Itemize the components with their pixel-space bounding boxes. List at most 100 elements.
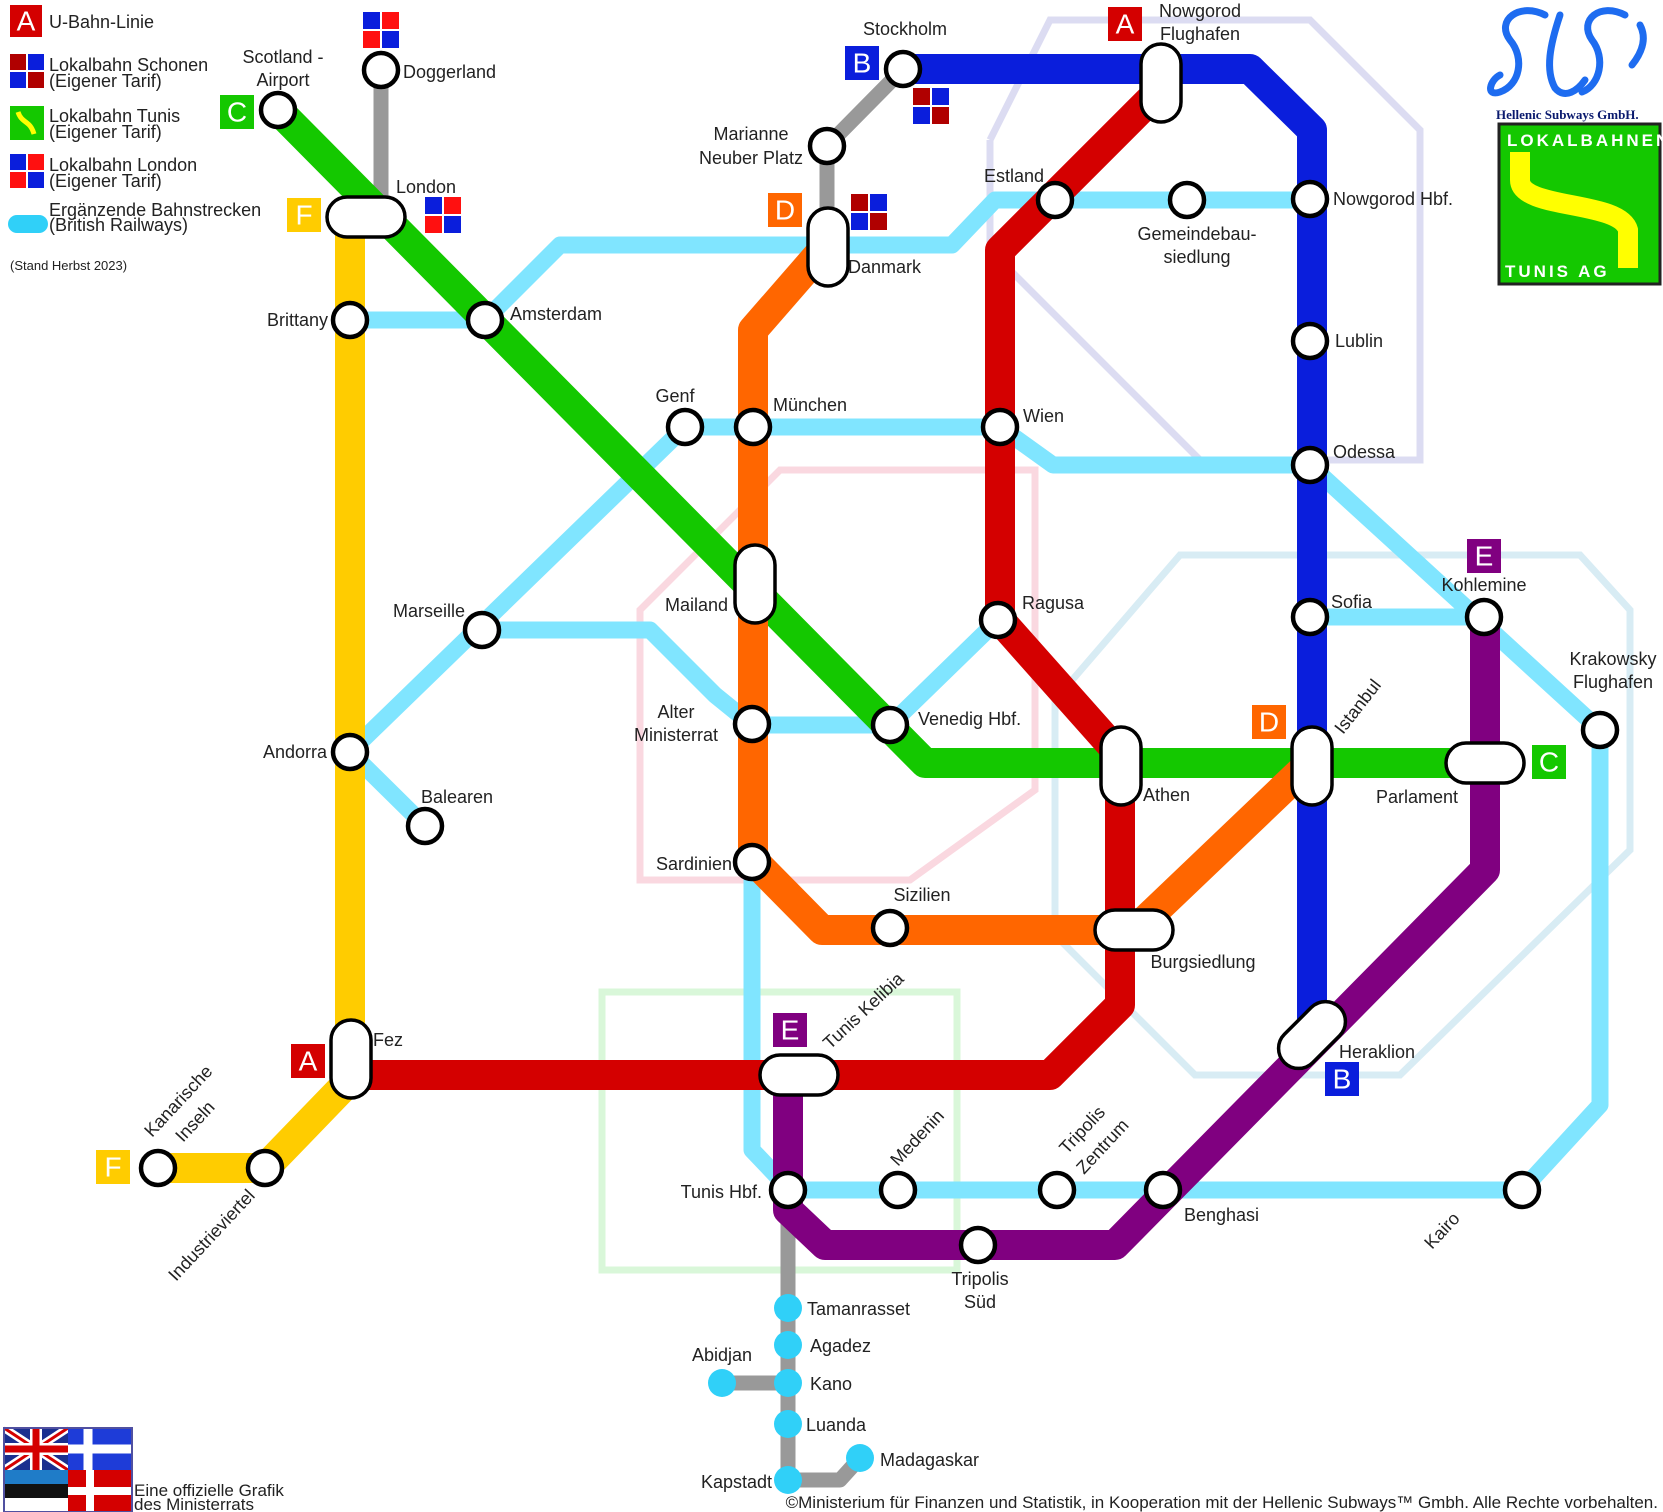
station-kano [774,1369,802,1397]
svg-text:(Eigener Tarif): (Eigener Tarif) [49,71,162,91]
denmark-flag-icon [68,1470,132,1512]
label-kohlemine: Kohlemine [1441,575,1526,595]
station-luanda [774,1410,802,1438]
station-estland [1038,183,1072,217]
label-stockholm: Stockholm [863,19,947,39]
line-f [158,215,350,1168]
svg-text:LOKALBAHNEN: LOKALBAHNEN [1507,131,1663,150]
station-gemeindebausiedlung [1170,183,1204,217]
label-danmark: Danmark [848,257,922,277]
label-medenin: Medenin [886,1106,948,1170]
station-sofia [1293,600,1327,634]
svg-text:F: F [295,200,312,231]
station-kairo [1505,1173,1539,1207]
svg-text:(Stand Herbst 2023): (Stand Herbst 2023) [10,258,127,273]
badge-e-right: E [1467,539,1501,573]
station-kapstadt [774,1466,802,1494]
label-andorra: Andorra [263,742,328,762]
svg-text:(British Railways): (British Railways) [49,215,188,235]
station-doggerland [364,53,398,87]
station-genf [668,410,702,444]
svg-text:D: D [775,195,795,226]
station-wien [983,410,1017,444]
label-muenchen: München [773,395,847,415]
estonia-flag-icon [4,1470,68,1512]
label-tamanrasset: Tamanrasset [807,1299,910,1319]
svg-text:B: B [853,48,872,79]
label-balearen: Balearen [421,787,493,807]
station-tamanrasset [774,1294,802,1322]
label-luanda: Luanda [806,1415,867,1435]
svg-text:U-Bahn-Linie: U-Bahn-Linie [49,12,154,32]
svg-text:E: E [1475,541,1494,572]
label-genf: Genf [655,386,695,406]
svg-text:des Ministerrats: des Ministerrats [134,1495,254,1512]
badge-e-bottom: E [773,1013,807,1047]
label-krakowsky-2: Flughafen [1573,672,1653,692]
station-ragusa [981,603,1015,637]
interchange-athen [1101,727,1141,805]
svg-text:©Ministerium für Finanzen und: ©Ministerium für Finanzen und Statistik,… [786,1493,1658,1512]
label-alter-1: Alter [657,702,694,722]
label-fez: Fez [373,1030,403,1050]
label-brittany: Brittany [267,310,328,330]
badge-b-top: B [845,46,879,80]
station-agadez [774,1331,802,1359]
label-kano: Kano [810,1374,852,1394]
station-alter-ministerrat [735,707,769,741]
svg-text:TUNIS AG: TUNIS AG [1505,262,1610,281]
label-mailand: Mailand [665,595,728,615]
station-amsterdam [468,303,502,337]
label-abidjan: Abidjan [692,1345,752,1365]
london-tarif-icon [363,12,399,48]
label-gemeinde-1: Gemeindebau- [1137,224,1256,244]
label-industrieviertel: Industrieviertel [164,1185,258,1284]
svg-text:E: E [781,1015,800,1046]
label-agadez: Agadez [810,1336,871,1356]
label-marianne-2: Neuber Platz [699,148,803,168]
legend-tunis-icon [10,106,44,140]
station-medenin [881,1173,915,1207]
station-andorra [333,735,367,769]
company-logo: Hellenic Subways GmbH. LOKALBAHNEN TUNIS… [1491,11,1663,284]
interchange-parlament [1446,743,1524,783]
legend: A U-Bahn-Linie Lokalbahn Schonen (Eigene… [8,5,261,273]
station-odessa [1293,448,1327,482]
label-odessa: Odessa [1333,442,1396,462]
label-amsterdam: Amsterdam [510,304,602,324]
station-industrieviertel [248,1151,282,1185]
interchange-tunis-kelibia [760,1055,838,1095]
label-wien: Wien [1023,406,1064,426]
station-lublin [1293,324,1327,358]
station-tripolis-zentrum [1040,1173,1074,1207]
interchange-mailand [735,545,775,623]
label-heraklion: Heraklion [1339,1042,1415,1062]
label-venedig: Venedig Hbf. [918,709,1021,729]
badge-b-bottom: B [1325,1062,1359,1096]
badge-c-left: C [220,95,254,129]
station-balearen [408,809,442,843]
label-sardinien: Sardinien [656,854,732,874]
label-tripolis-s-2: Süd [964,1292,996,1312]
label-parlament: Parlament [1376,787,1458,807]
uk-flag-icon [4,1428,68,1470]
station-nowgorod-hbf [1293,182,1327,216]
sls-script-logo-icon [1491,11,1644,94]
station-brittany [333,303,367,337]
footer: Eine offizielle Grafik des Ministerrats … [134,1481,1658,1512]
svg-text:(Eigener Tarif): (Eigener Tarif) [49,122,162,142]
badge-f-top: F [287,198,321,232]
label-tunis-kelibia: Tunis Kelibia [819,968,908,1053]
station-venedig-hbf [873,708,907,742]
label-kairo: Kairo [1420,1208,1463,1252]
svg-text:(Eigener Tarif): (Eigener Tarif) [49,171,162,191]
label-tripolis-s-1: Tripolis [951,1269,1008,1289]
interchange-burgsiedlung [1095,910,1173,950]
interchange-fez [331,1020,371,1098]
label-ragusa: Ragusa [1022,593,1085,613]
interchange-nowgorod-flughafen [1141,44,1181,122]
label-london: London [396,177,456,197]
svg-text:B: B [1333,1064,1352,1095]
interchange-istanbul [1292,727,1332,805]
